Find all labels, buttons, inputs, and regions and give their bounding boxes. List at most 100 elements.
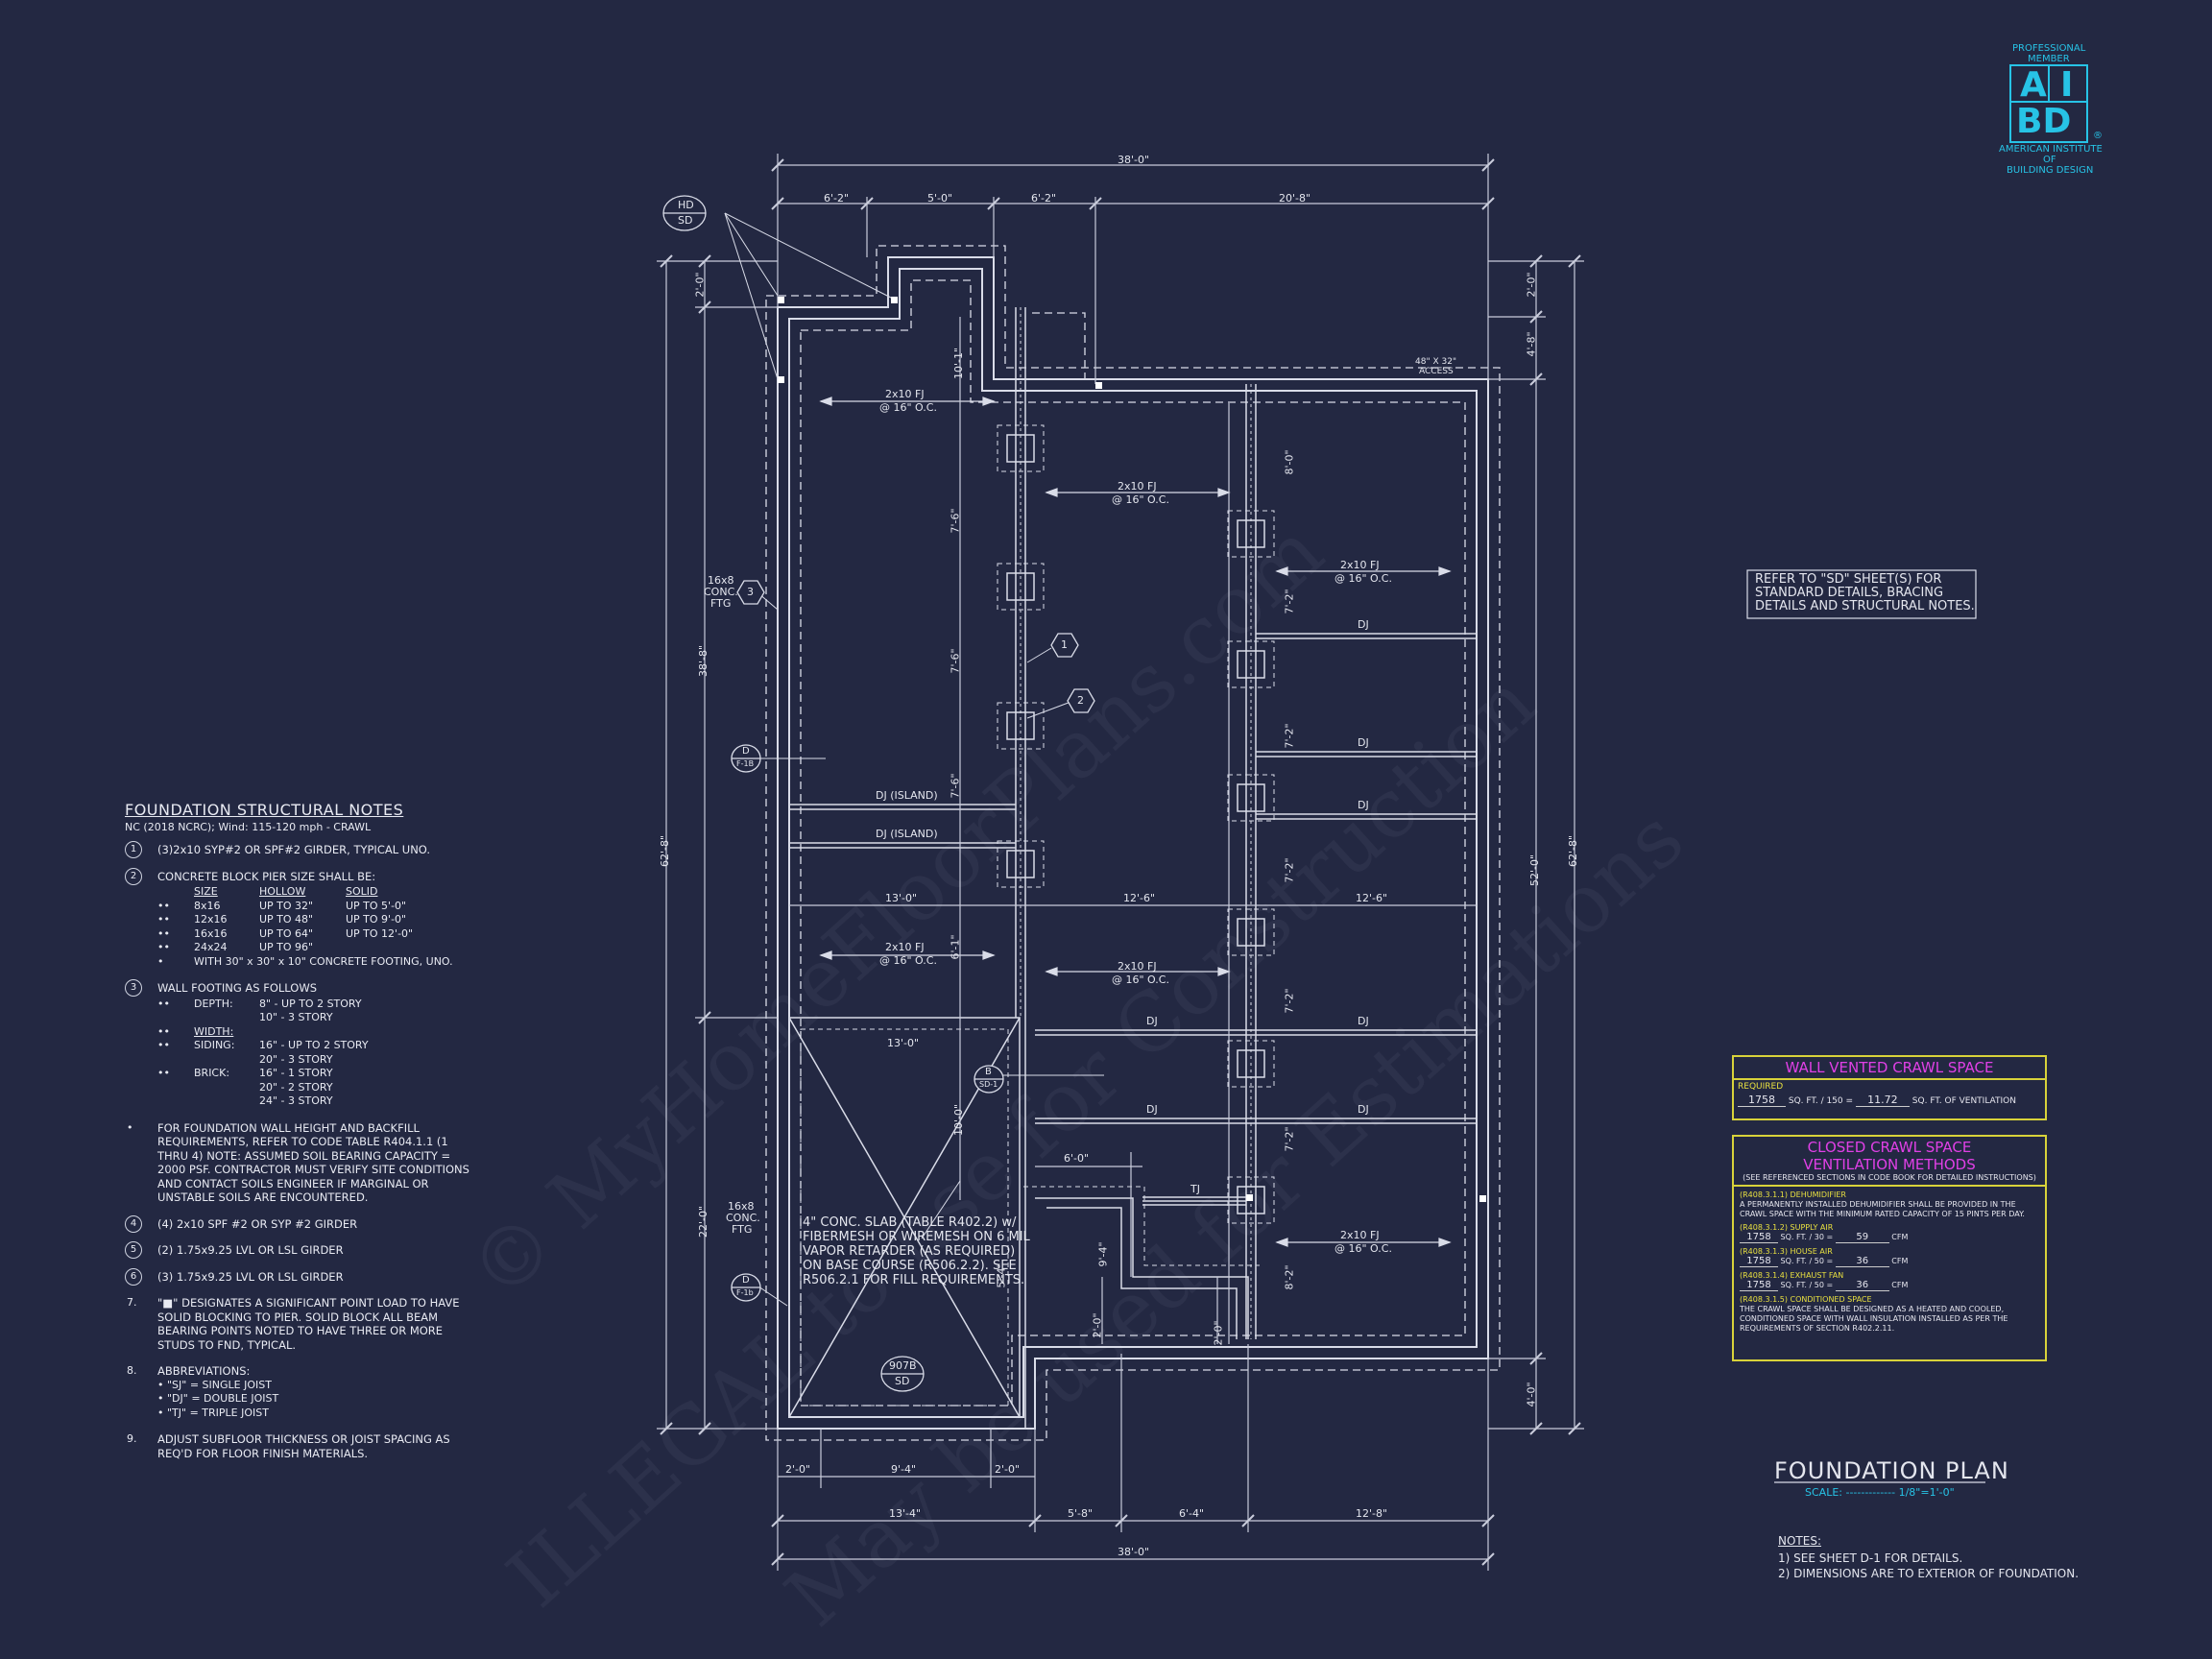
dim-int-6-1: 6'-1" [949,934,962,960]
closed-house-label: (R408.3.1.3) HOUSE AIR [1740,1247,1833,1256]
badge-top-1: PROFESSIONAL [2012,43,2086,54]
callout-907b: 907B [889,1359,917,1372]
label-ftg-2b: CONC. [726,1212,760,1224]
dim-left-overall: 62'-8" [659,834,672,868]
closed-crawl-box: CLOSED CRAWL SPACE VENTILATION METHODS (… [1732,1135,2047,1361]
callout-907b-sd: SD [895,1375,910,1387]
tag-1: 1 [1061,638,1068,651]
callout-b-sheet: SD-1 [979,1080,998,1089]
label-fj-6: 2x10 FJ [1340,1229,1380,1241]
label-fj-3: 2x10 FJ [1340,559,1380,571]
closed-exhaust-label: (R408.3.1.4) EXHAUST FAN [1740,1271,1844,1280]
plan-note-2: 2) DIMENSIONS ARE TO EXTERIOR OF FOUNDAT… [1778,1567,2080,1580]
pier [1237,650,1265,679]
label-ftg-1a: 16x8 [708,574,734,587]
dim-int-13-0b: 13'-0" [887,1037,920,1049]
label-ftg-2c: FTG [732,1223,753,1236]
vented-calc: 1758 SQ. FT. / 150 = 11.72 SQ. FT. OF VE… [1738,1094,2041,1107]
refer-box [1746,569,1977,619]
dim-left-lower: 22'-0" [697,1205,710,1238]
dim-top-seg2: 5'-0" [927,192,953,204]
label-fj-4: 2x10 FJ [885,941,925,953]
badge-top-2: MEMBER [2028,54,2070,64]
closed-conditioned-text-1: THE CRAWL SPACE SHALL BE DESIGNED AS A H… [1740,1305,2005,1313]
dim-int-7-2d: 7'-2" [1283,988,1296,1014]
note-1: 1(3)2x10 SYP#2 OR SPF#2 GIRDER, TYPICAL … [125,841,470,858]
dim-top-seg3: 6'-2" [1031,192,1057,204]
note-9: 9.ADJUST SUBFLOOR THICKNESS OR JOIST SPA… [127,1432,450,1460]
dim-bottom-seg1: 13'-4" [889,1507,922,1520]
pier [1237,519,1265,548]
foundation-structural-notes: FOUNDATION STRUCTURAL NOTES NC (2018 NCR… [125,801,470,1473]
dim-top-seg4: 20'-8" [1279,192,1311,204]
label-dj-4: DJ [1146,1015,1158,1027]
closed-supply-calc: 1758 SQ. FT. / 30 = 59 CFM [1740,1233,2039,1243]
dim-int-7-6a: 7'-6" [949,508,962,534]
callout-sd: SD [678,214,693,227]
dim-int-7-6b: 7'-6" [949,648,962,674]
label-fj-1: 2x10 FJ [885,388,925,400]
badge-letter-a: A [2020,65,2047,105]
tag-2: 2 [1077,694,1084,707]
dim-int-2-0a: 2'-0" [1091,1312,1104,1338]
dim-int-7-2b: 7'-2" [1283,723,1296,749]
callout-d-top: D [742,746,750,757]
slab-note: 4" CONC. SLAB (TABLE R402.2) w/ FIBERMES… [803,1215,1030,1287]
notes-subtitle: NC (2018 NCRC); Wind: 115-120 mph - CRAW… [125,821,372,833]
pier [1237,1186,1265,1214]
dim-bottom-sub1: 2'-0" [785,1463,811,1476]
dim-bottom-sub3: 2'-0" [995,1463,1021,1476]
dim-int-12-6b: 12'-6" [1356,892,1388,904]
tag-hex-2 [1067,688,1095,713]
closed-dehumidifier-label: (R408.3.1.1) DEHUMIDIFIER [1740,1190,1846,1199]
dim-int-9-4: 9'-4" [1096,1241,1110,1267]
dim-int-6-0: 6'-0" [1064,1152,1090,1165]
aibd-logo [2009,64,2088,143]
tag-hex-1 [1050,633,1079,658]
dim-int-13-0: 13'-0" [885,892,918,904]
pier [1006,850,1035,878]
vented-title: WALL VENTED CRAWL SPACE [1734,1057,2045,1080]
pier [1237,918,1265,947]
label-fj-6b: @ 16" O.C. [1334,1242,1392,1255]
dim-bottom-seg4: 12'-8" [1356,1507,1388,1520]
label-ftg-1c: FTG [710,597,732,610]
badge-bottom-1: AMERICAN INSTITUTE [1999,144,2103,155]
dim-bottom-seg2: 5'-8" [1068,1507,1094,1520]
badge-registered: ® [2093,131,2103,141]
label-dj-7: DJ [1358,1103,1369,1116]
callout-f-bottom: F-1b [736,1288,754,1297]
dim-right-top: 2'-0" [1525,272,1538,298]
footing-outer-dashed [765,245,1501,1441]
label-fj-1b: @ 16" O.C. [879,401,937,414]
notes-title: FOUNDATION STRUCTURAL NOTES [125,801,404,819]
label-dj-island-2: DJ (ISLAND) [876,828,938,840]
callout-f-top: F-1B [736,759,755,768]
dim-bottom-overall: 38'-0" [1118,1546,1150,1558]
dim-right-mid: 52'-0" [1528,854,1542,887]
dim-bottom-seg3: 6'-4" [1179,1507,1205,1520]
label-dj-island-1: DJ (ISLAND) [876,789,938,802]
closed-dehumidifier-text-1: A PERMANENTLY INSTALLED DEHUMIDIFIER SHA… [1740,1200,2016,1209]
label-fj-2b: @ 16" O.C. [1112,493,1169,506]
label-fj-2: 2x10 FJ [1118,480,1157,493]
dim-top-overall: 38'-0" [1118,154,1150,166]
label-dj-2: DJ [1358,736,1369,749]
pier [1237,1049,1265,1078]
closed-conditioned-text-2: CONDITIONED SPACE WITH WALL INSULATION I… [1740,1314,2008,1323]
pier [1006,711,1035,740]
pier [1006,434,1035,463]
label-dj-3: DJ [1358,799,1369,811]
label-tj: TJ [1190,1183,1200,1195]
closed-dehumidifier-text-2: CRAWL SPACE WITH THE MINIMUM RATED CAPAC… [1740,1210,2025,1218]
vented-required: REQUIRED [1738,1082,1784,1092]
plan-note-1: 1) SEE SHEET D-1 FOR DETAILS. [1778,1551,1963,1565]
dim-int-8-0: 8'-0" [1283,449,1296,475]
closed-title-1: CLOSED CRAWL SPACE [1807,1139,1972,1156]
badge-bottom-2: OF [2043,155,2056,165]
label-fj-3b: @ 16" O.C. [1334,572,1392,585]
